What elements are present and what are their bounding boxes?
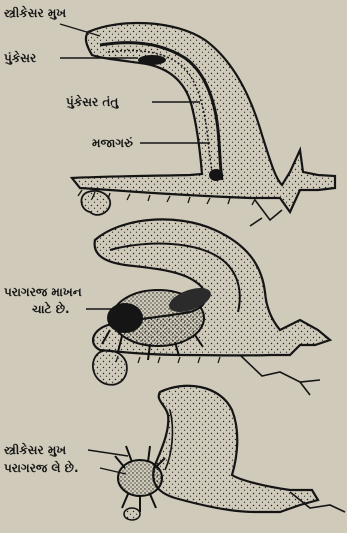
label-nectary: મજાગરું	[92, 136, 133, 150]
flower-1-hinge	[209, 169, 223, 181]
flower-1	[72, 23, 335, 226]
label-pollen-eat-line1: પરાગરજ માખન	[4, 285, 82, 299]
label-stigma-bottom: સ્ત્રીકેસર મુખ	[4, 442, 66, 458]
pointer-stigma-bottom	[88, 450, 128, 456]
flower-2-stem	[240, 355, 320, 395]
label-pollen-take: પરાગરજ લે છે.	[4, 460, 79, 475]
label-pollen-eat-line2: ચાટે છે.	[32, 301, 70, 316]
label-filament: પુંકેસર તંતુ	[66, 94, 119, 110]
flower-2-hairs	[116, 356, 220, 363]
flower-1-stem	[250, 200, 282, 226]
label-stigma-top: સ્ત્રીકેસર મુખ	[4, 5, 66, 21]
flower-1-anther	[138, 55, 166, 65]
flower-3	[115, 386, 345, 520]
flower-3-corolla	[153, 386, 318, 512]
flower-2-lower-lip	[93, 350, 127, 384]
flower-2	[93, 219, 330, 395]
flower-1-lower-lip	[81, 191, 110, 215]
label-anther: પુંકેસર	[4, 50, 37, 66]
flower-1-corolla	[72, 23, 335, 212]
